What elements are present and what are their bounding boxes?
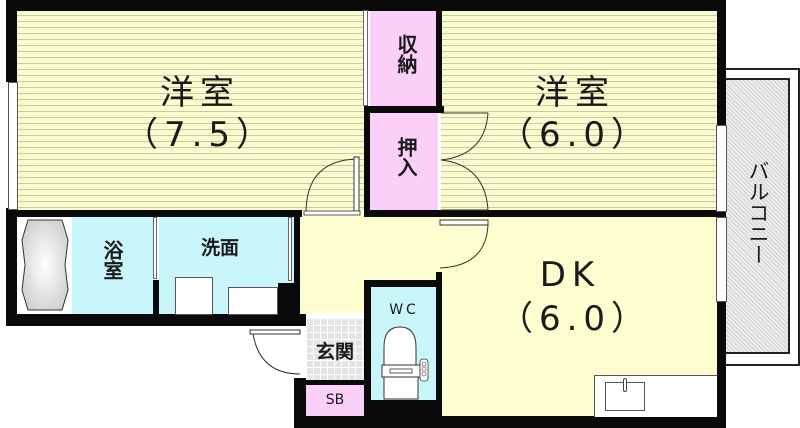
wash-door-rail <box>288 217 292 281</box>
entrance <box>306 318 364 380</box>
wall-left-lower <box>6 208 17 326</box>
closet-label: 押入 <box>394 137 418 177</box>
wall-closet-left <box>364 106 370 216</box>
dk-door[interactable] <box>436 216 496 270</box>
western-room-1 <box>16 10 366 213</box>
dk-size: （6.0） <box>498 299 652 339</box>
wall-entrance-left <box>294 378 306 428</box>
wall-bath-divider <box>153 280 159 320</box>
wall-closet-mid <box>364 106 444 113</box>
entrance-label: 玄関 <box>315 341 354 363</box>
wall-wc-bottom <box>364 400 442 420</box>
bath-door[interactable] <box>153 217 157 279</box>
toilet-icon <box>381 326 429 400</box>
wall-left-bottom-under-wash <box>6 314 18 326</box>
room1-door[interactable] <box>302 155 362 217</box>
wall-wash-corner <box>278 283 300 319</box>
wall-right-lower <box>717 300 726 428</box>
wall-entrance-mid <box>300 380 366 385</box>
kitchen-faucet <box>623 378 627 392</box>
entrance-door[interactable] <box>248 328 308 378</box>
wash-basin <box>228 287 278 315</box>
wall-wash-right <box>294 210 300 320</box>
washroom-label: 洗面 <box>200 237 239 259</box>
wall-closet-bottom <box>364 210 444 217</box>
storage <box>370 10 438 106</box>
western-room-2 <box>441 10 717 211</box>
room1-name: 洋室 <box>160 73 240 113</box>
toilet-label: WC <box>389 302 419 318</box>
washing-machine <box>175 277 213 315</box>
wall-bath-top <box>6 210 302 217</box>
wall-dk-left <box>436 272 442 422</box>
wall-right-upper <box>717 0 726 125</box>
wall-storage-right <box>436 0 442 113</box>
storage-door[interactable] <box>363 10 368 106</box>
shoe-box <box>306 385 364 417</box>
window-east-upper <box>716 125 727 212</box>
wall-left-upper <box>6 0 17 82</box>
closet <box>370 113 438 210</box>
room2-size: （6.0） <box>498 115 652 155</box>
bathroom-label: 浴室 <box>100 240 124 280</box>
wall-top <box>6 0 726 11</box>
bathtub-icon <box>21 219 69 311</box>
window-east-lower <box>716 217 727 302</box>
window-west <box>8 82 18 210</box>
wall-wc-top <box>364 280 442 287</box>
room1-size: （7.5） <box>123 115 277 155</box>
wall-dk-top <box>441 210 721 217</box>
wall-right-mid <box>717 210 726 218</box>
balcony <box>724 78 790 354</box>
wall-bottom-right <box>294 416 726 428</box>
balcony-label: バルコニー <box>746 160 770 265</box>
dk-name: DK <box>539 255 601 295</box>
closet-door-arcs[interactable] <box>440 110 490 215</box>
wall-wc-left <box>364 280 371 420</box>
room2-name: 洋室 <box>535 73 615 113</box>
shoe-box-label: SB <box>325 392 345 408</box>
storage-label: 収納 <box>394 34 418 74</box>
wall-bath-bottom <box>6 314 306 326</box>
